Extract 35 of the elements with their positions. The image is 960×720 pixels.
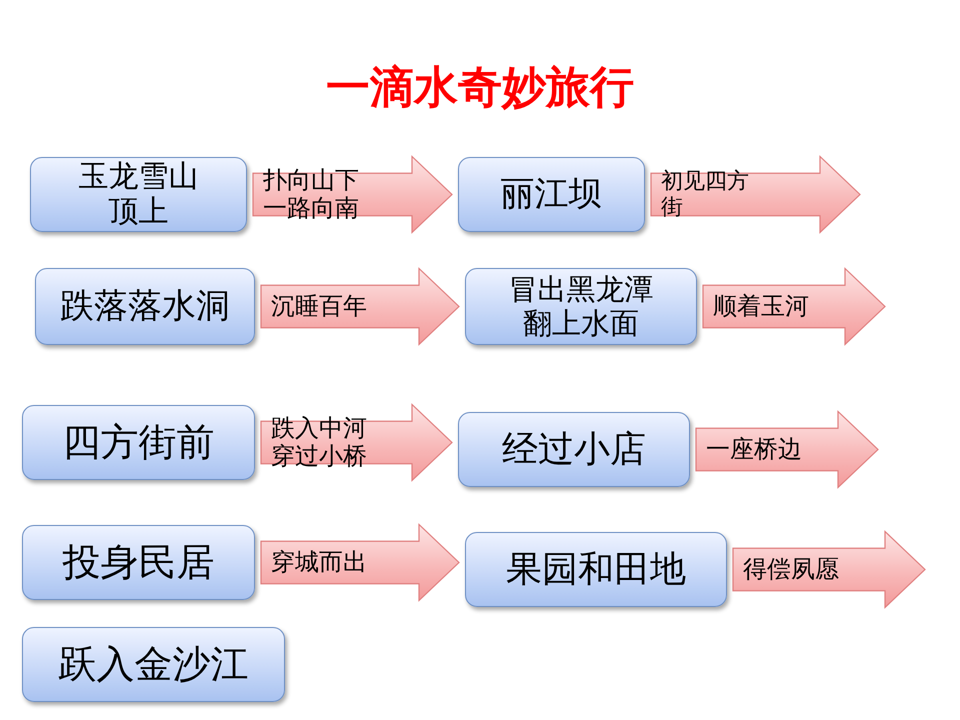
rounded-box <box>22 525 255 600</box>
box-label: 玉龙雪山顶上 <box>78 160 200 229</box>
block-arrow <box>702 267 886 346</box>
block-arrow <box>650 155 861 234</box>
arrow-label: 顺着玉河 <box>713 292 809 320</box>
arrow-label: 扑向山下一路向南 <box>263 166 360 222</box>
block-arrow <box>260 403 453 482</box>
rounded-box <box>458 412 690 487</box>
rounded-box <box>22 405 255 480</box>
arrow-label: 一座桥边 <box>706 436 802 464</box>
box-label: 四方街前 <box>62 420 214 464</box>
block-arrow <box>732 530 926 609</box>
rounded-box <box>465 532 727 607</box>
box-label: 果园和田地 <box>506 548 686 590</box>
box-label: 丽江坝 <box>500 174 602 214</box>
box-label: 跌落落水洞 <box>60 286 230 326</box>
block-arrow <box>695 410 879 489</box>
arrow-label: 跌入中河穿过小桥 <box>271 414 368 470</box>
title: 一滴水奇妙旅行 <box>325 61 635 115</box>
arrow-label: 得偿夙愿 <box>743 556 839 584</box>
arrow-label: 穿城而出 <box>271 548 367 576</box>
rounded-box <box>458 157 645 232</box>
block-arrow <box>260 523 460 602</box>
rounded-box <box>35 268 255 345</box>
rounded-box <box>30 157 247 232</box>
rounded-box <box>465 268 697 345</box>
arrow-label: 沉睡百年 <box>271 292 367 320</box>
block-arrow <box>260 267 460 346</box>
box-label: 跃入金沙江 <box>58 642 248 686</box>
box-label: 投身民居 <box>62 540 214 584</box>
box-label: 冒出黑龙潭翻上水面 <box>508 273 654 340</box>
arrow-label: 初见四方街 <box>661 169 750 220</box>
block-arrow <box>252 155 453 234</box>
box-label: 经过小店 <box>502 428 646 470</box>
rounded-box <box>22 627 285 702</box>
